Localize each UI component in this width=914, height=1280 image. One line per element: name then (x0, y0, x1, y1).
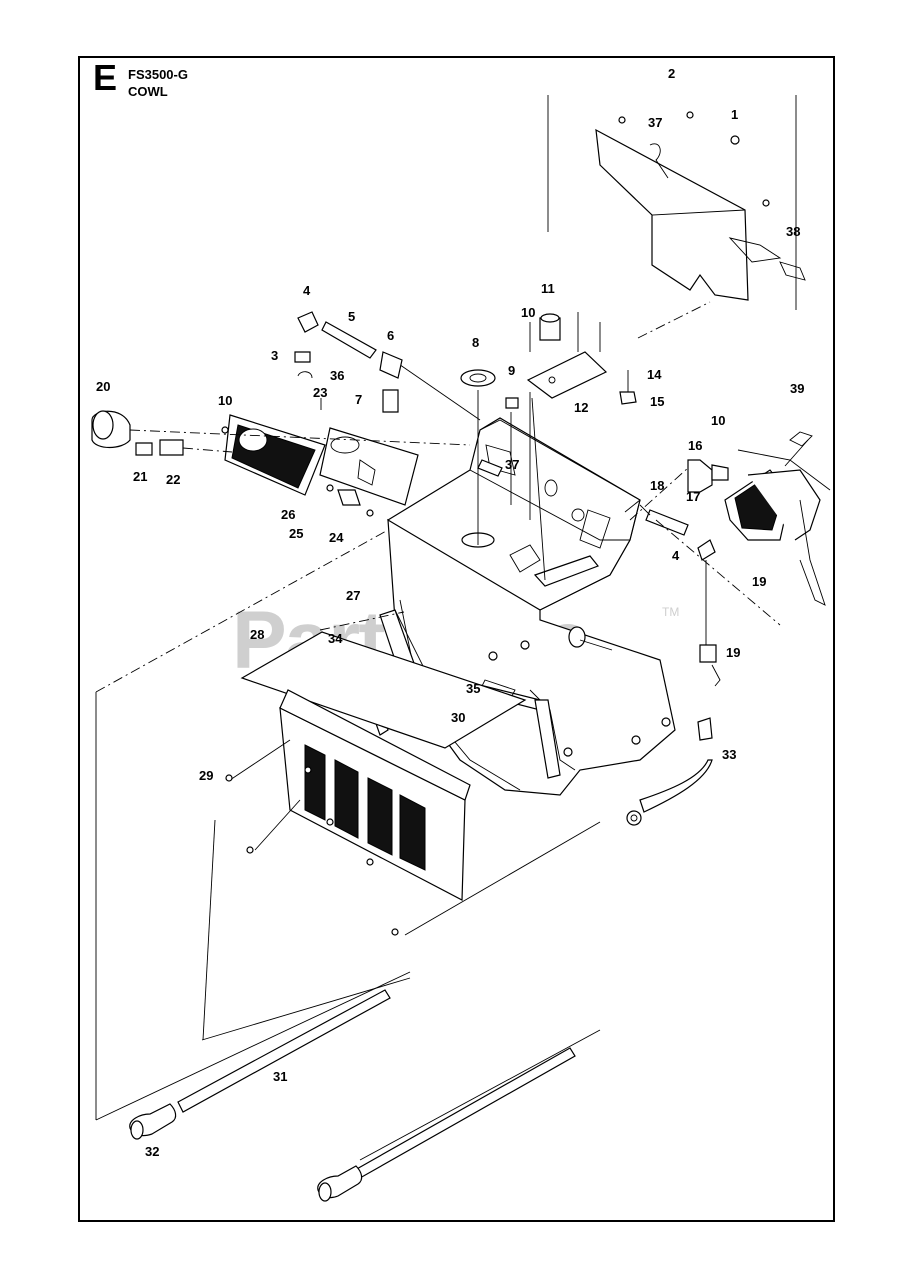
callout-19: 19 (726, 645, 740, 660)
callout-29: 29 (199, 768, 213, 783)
diagram-frame (78, 56, 835, 1222)
leader-line (201, 977, 411, 1041)
callout-38: 37 (648, 115, 662, 130)
callout-4-right: 4 (672, 548, 680, 563)
callout-37: 37 (505, 457, 519, 472)
callout-13: 14 (647, 367, 662, 382)
callout-21: 21 (133, 469, 147, 484)
callout-36: 36 (330, 368, 344, 383)
callout-27: 27 (346, 588, 360, 603)
leader-line (95, 529, 389, 693)
callout-10-right: 10 (711, 413, 725, 428)
callout-9: 9 (508, 363, 515, 378)
callout-8: 8 (472, 335, 479, 350)
callout-38-right: 38 (786, 224, 800, 239)
callout-26: 26 (281, 507, 295, 522)
callout-1: 1 (731, 107, 738, 122)
center-parts (460, 369, 546, 581)
leader-line (359, 1029, 601, 1161)
callout-2: 2 (668, 66, 675, 81)
callout-33: 33 (722, 747, 736, 762)
callout-18: 18 (650, 478, 664, 493)
callout-7: 7 (355, 392, 362, 407)
callout-24: 24 (329, 530, 344, 545)
section-name: COWL (128, 84, 168, 99)
callout-3: 3 (271, 348, 278, 363)
callout-17: 19 (752, 574, 766, 589)
leader-line (95, 971, 411, 1121)
callout-10-left: 10 (218, 393, 232, 408)
callout-10-top: 10 (521, 305, 535, 320)
callout-32: 32 (145, 1144, 159, 1159)
callout-11: 11 (541, 281, 555, 296)
bottom-tubes (129, 989, 576, 1202)
callout-5: 5 (348, 309, 355, 324)
callout-34: 34 (328, 631, 343, 646)
callout-labels: 2 1 37 38 11 10 4 5 6 8 3 36 9 14 20 23 … (96, 66, 804, 1159)
callout-16: 17 (686, 489, 700, 504)
watermark-trademark: TM (662, 605, 679, 619)
callout-35: 35 (466, 681, 480, 696)
callout-4: 4 (303, 283, 311, 298)
top-bracket-part (547, 95, 806, 339)
callout-15: 16 (688, 438, 702, 453)
callout-39: 39 (790, 381, 804, 396)
top-plate-part (526, 312, 637, 405)
callout-31: 31 (273, 1069, 287, 1084)
callout-20: 20 (96, 379, 110, 394)
callout-14: 15 (650, 394, 664, 409)
front-grille-panel (202, 631, 601, 1041)
section-letter: E (93, 57, 118, 98)
callout-22: 22 (166, 472, 180, 487)
callout-23: 23 (313, 385, 327, 400)
callout-6: 6 (387, 328, 394, 343)
callout-28: 28 (250, 627, 264, 642)
left-side-parts (91, 311, 481, 517)
callout-12: 12 (574, 400, 588, 415)
right-side-parts (626, 431, 831, 826)
callout-25: 25 (289, 526, 303, 541)
callout-30: 30 (451, 710, 465, 725)
model-number: FS3500-G (128, 67, 188, 82)
